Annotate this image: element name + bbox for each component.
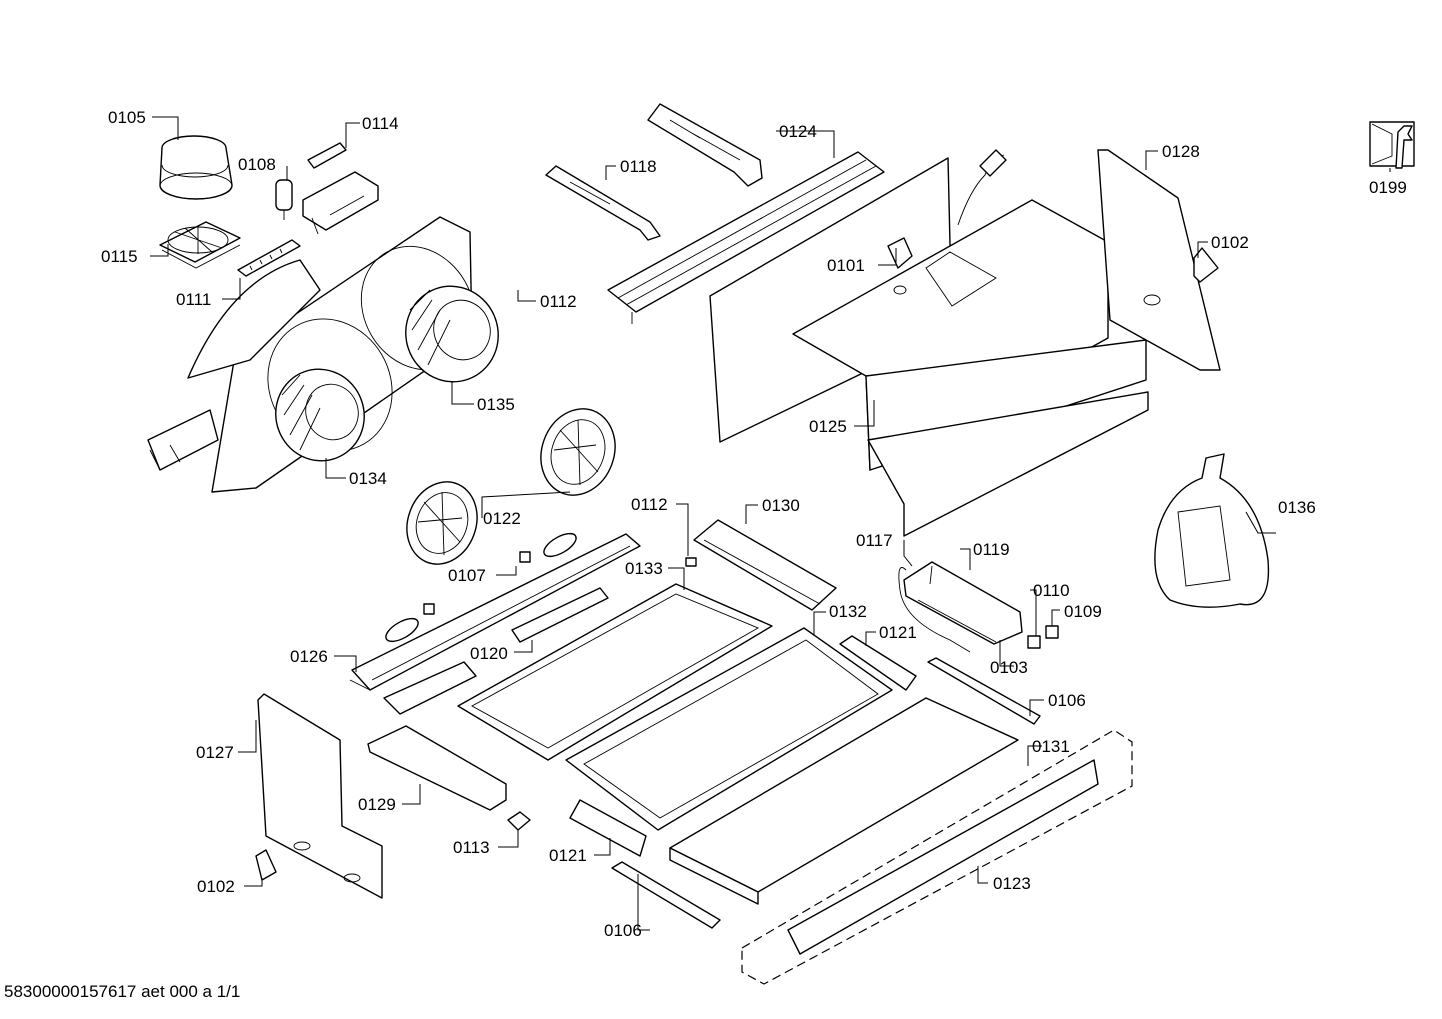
grease-filter-right-drawing	[565, 627, 893, 831]
label-0115: 0115	[101, 247, 138, 266]
label-0120: 0120	[470, 644, 508, 663]
light-strip-drawing	[351, 532, 641, 691]
label-0112-center: 0112	[631, 495, 668, 514]
mounting-brackets-drawing	[545, 103, 763, 241]
label-0129: 0129	[358, 795, 396, 814]
label-0133: 0133	[625, 559, 663, 578]
label-0109: 0109	[1064, 602, 1102, 621]
label-0128: 0128	[1162, 142, 1200, 161]
label-0123: 0123	[993, 874, 1031, 893]
label-0112-top: 0112	[540, 292, 577, 311]
label-0103: 0103	[990, 658, 1028, 677]
label-0117: 0117	[856, 531, 893, 550]
clip-right-drawing	[1193, 247, 1219, 283]
rail-drawing	[607, 151, 885, 324]
label-0136: 0136	[1278, 498, 1316, 517]
label-0113: 0113	[453, 838, 490, 857]
label-0134: 0134	[349, 469, 387, 488]
callout-labels: 0105 0114 0108 0115 0111 0112 0135 0134 …	[101, 108, 1407, 940]
side-panel-left-drawing	[257, 693, 383, 899]
label-0118: 0118	[620, 157, 657, 176]
label-0121-right: 0121	[879, 623, 917, 642]
slide-rail-right-drawing	[927, 657, 1041, 725]
bracket-drawing	[302, 142, 379, 235]
front-profile-drawing	[349, 679, 371, 691]
label-0125: 0125	[809, 417, 847, 436]
power-cable-drawing	[887, 149, 1007, 269]
capacitor-drawing	[275, 179, 293, 220]
lamp-cover-drawing	[383, 587, 609, 715]
label-0107: 0107	[448, 566, 486, 585]
document-footer-code: 58300000157617 aet 000 a 1/1	[4, 982, 241, 1001]
label-0131: 0131	[1032, 737, 1070, 756]
grille-drawings	[406, 408, 616, 565]
label-0135: 0135	[477, 395, 515, 414]
fan-wheel-lower-drawing	[275, 368, 365, 462]
label-0119: 0119	[973, 540, 1010, 559]
service-wrench-icon	[1369, 121, 1415, 169]
main-housing-drawing	[709, 157, 1149, 537]
spare-parts-bag-drawing	[1154, 453, 1270, 608]
end-cap-drawing	[507, 811, 531, 831]
fan-wheel-upper-drawing	[405, 285, 499, 383]
label-0110: 0110	[1033, 581, 1070, 600]
support-bar-bottom-drawing	[569, 799, 647, 857]
label-0121-bottom: 0121	[549, 846, 587, 865]
front-panel-drawing	[669, 697, 1019, 905]
clip-bottom-drawing	[255, 849, 277, 881]
flap-valve-drawing	[159, 221, 241, 269]
trim-strip-drawing	[741, 729, 1133, 985]
label-0101: 0101	[827, 256, 865, 275]
label-0106-bottom: 0106	[604, 921, 642, 940]
leader-lines	[150, 116, 1391, 931]
switch-parts-drawing	[1027, 625, 1059, 649]
label-0111: 0111	[176, 290, 211, 309]
label-0102-bottom: 0102	[197, 877, 235, 896]
label-0124: 0124	[779, 122, 817, 141]
terminal-strip-drawing	[237, 239, 301, 277]
label-0199: 0199	[1369, 178, 1407, 197]
support-bar-right-drawing	[839, 635, 917, 691]
label-0132: 0132	[829, 602, 867, 621]
label-0130: 0130	[762, 496, 800, 515]
label-0108: 0108	[238, 155, 276, 174]
label-0102-right: 0102	[1211, 233, 1249, 252]
label-0122: 0122	[483, 509, 521, 528]
slide-rail-bottom-drawing	[611, 861, 721, 929]
label-0106-right: 0106	[1048, 691, 1086, 710]
label-0127: 0127	[196, 743, 234, 762]
side-plate-drawing	[1097, 149, 1221, 371]
small-clip-drawing	[685, 557, 697, 567]
grease-filter-left-drawing	[457, 583, 773, 761]
collar-drawing	[159, 135, 233, 200]
filter-rail-drawing	[693, 519, 837, 611]
control-module-drawing	[898, 561, 1023, 653]
label-0114: 0114	[362, 114, 399, 133]
label-0126: 0126	[290, 647, 328, 666]
label-0105: 0105	[108, 108, 146, 127]
front-bracket-drawing	[367, 725, 507, 811]
